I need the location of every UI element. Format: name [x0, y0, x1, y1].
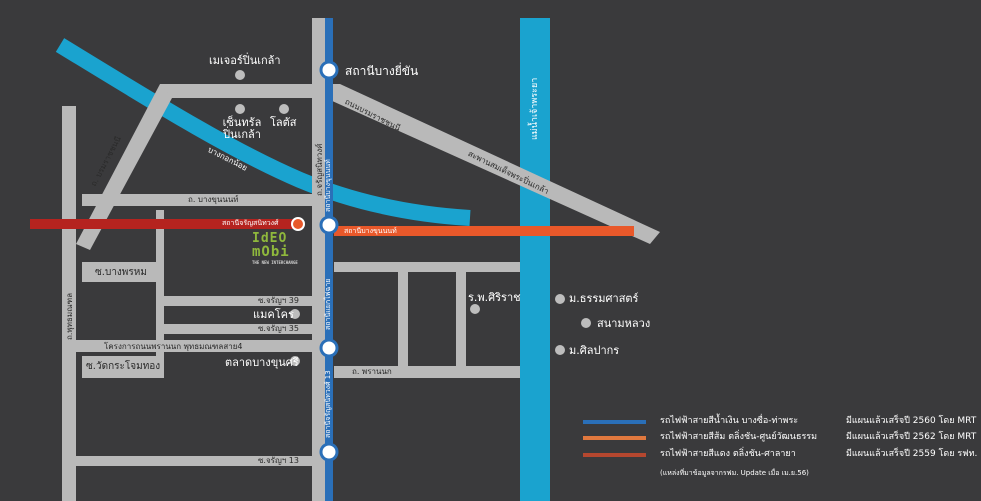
label-makro: แมคโคร	[253, 308, 294, 321]
label-bang-khun-non-road: ถ. บางขุนนนท์	[188, 195, 239, 204]
legend-line-orange	[583, 436, 646, 440]
label-charan-13: ซ.จรัญฯ 13	[258, 456, 299, 465]
bangkok-noi-canal	[55, 38, 471, 226]
label-sanam-luang: สนามหลวง	[597, 317, 651, 330]
label-pran-nok-project: โครงการถนนพรานนก พุทธมณฑลสาย4	[104, 342, 243, 351]
label-station-charansanitwong-red: สถานีจรัญสนิทวงศ์	[222, 219, 279, 227]
chao-phraya-river	[520, 18, 550, 501]
legend-orange-plan: มีแผนแล้วเสร็จปี 2562 โดย MRT	[846, 432, 977, 442]
logo-tagline: THE NEW INTERCHANGE	[252, 260, 298, 265]
label-silpakorn: ม.ศิลปากร	[569, 344, 620, 357]
label-bangphrom: ซ.บางพรหม	[95, 267, 147, 278]
legend-line-red	[583, 453, 646, 457]
place-dot	[555, 345, 565, 355]
legend-red-plan: มีแผนแล้วเสร็จปี 2559 โดย รฟท.	[846, 449, 978, 459]
orange-line	[334, 226, 634, 236]
logo-line-1: IdEO	[252, 231, 288, 246]
label-station-bang-yi-khan: สถานีบางยี่ขัน	[345, 64, 419, 78]
label-phutthamonthon: ถ.พุทธมณฑล	[65, 292, 74, 340]
place-dot	[470, 304, 480, 314]
logo-line-2: mObi	[252, 244, 290, 260]
legend-orange-text: รถไฟฟ้าสายสีส้ม ตลิ่งชัน-ศูนย์วัฒนธรรม	[660, 432, 818, 442]
place-dot	[235, 104, 245, 114]
station-charan-13	[319, 442, 339, 462]
legend-line-blue	[583, 420, 646, 424]
label-wat-krachaithong: ซ.วัดกระโจมทอง	[86, 361, 161, 372]
station-bang-yi-khan	[319, 60, 339, 80]
label-charan-39: ซ.จรัญฯ 39	[258, 296, 299, 305]
place-dot	[235, 70, 245, 80]
place-dot	[581, 318, 591, 328]
blue-line	[325, 18, 333, 501]
label-thammasat: ม.ธรรมศาสตร์	[569, 292, 639, 305]
legend-source-note: (แหล่งที่มาข้อมูลจากรฟม. Update เมื่อ เม…	[660, 469, 809, 477]
label-pran-nok-road: ถ. พรานนก	[352, 367, 392, 376]
label-charansanitwong: ถ.จรัญสนิทวงศ์	[315, 143, 324, 196]
station-bang-khun-non	[319, 215, 339, 235]
place-dot	[290, 356, 300, 366]
red-line	[30, 219, 300, 229]
legend-blue-text: รถไฟฟ้าสายสีน้ำเงิน บางซื่อ-ท่าพระ	[660, 416, 799, 426]
label-siriraj: ร.พ.ศิริราช	[468, 291, 521, 304]
label-bang-khun-si-market: ตลาดบางขุนศรี	[225, 356, 299, 369]
label-station-bang-khun-non-blue: สถานีบางขุนนนท์	[324, 159, 332, 212]
place-dot	[279, 104, 289, 114]
label-charan-35: ซ.จรัญฯ 35	[258, 324, 299, 333]
label-station-fai-chai: สถานีแยกไฟฉาย	[324, 278, 332, 330]
ideo-mobi-logo: IdEO mObi THE NEW INTERCHANGE	[252, 232, 298, 265]
station-charansanitwong-red	[291, 217, 305, 231]
label-major-pinklao: เมเจอร์ปิ่นเกล้า	[209, 54, 281, 67]
station-fai-chai	[319, 338, 339, 358]
road-network	[62, 18, 660, 501]
legend-blue-plan: มีแผนแล้วเสร็จปี 2560 โดย MRT	[846, 416, 977, 426]
label-chao-phraya: แม่น้ำเจ้าพระยา	[530, 77, 540, 140]
place-dot	[290, 309, 300, 319]
label-station-charan-13: สถานีจรัญสนิทวงศ์ 13	[324, 370, 332, 438]
label-central-pinklao: เซ็นทรัล ปิ่นเกล้า	[222, 116, 262, 141]
place-dot	[555, 294, 565, 304]
label-lotus: โลตัส	[270, 116, 297, 129]
legend-red-text: รถไฟฟ้าสายสีแดง ตลิ่งชัน-ศาลายา	[660, 449, 796, 459]
label-station-bang-khun-non-orange: สถานีบางขุนนนท์	[344, 227, 397, 235]
